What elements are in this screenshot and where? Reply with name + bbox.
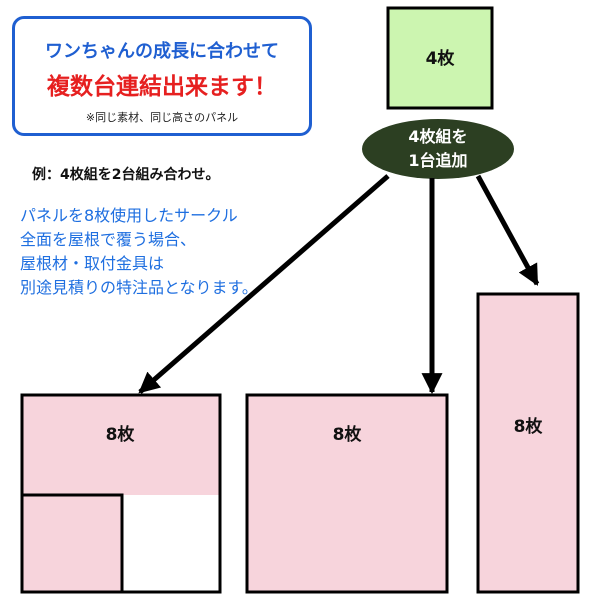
l-shape-outline xyxy=(22,393,222,594)
notice-line-1: ワンちゃんの成長に合わせて xyxy=(45,41,279,62)
square-label: 8枚 xyxy=(333,424,363,445)
notice-box: ワンちゃんの成長に合わせて 複数台連結出来ます！ ※同じ素材、同じ高さのパネル xyxy=(12,16,312,136)
roof-info-line-4: 別途見積りの特注品となります。 xyxy=(20,278,258,297)
notice-headline: 複数台連結出来ます！ xyxy=(47,74,277,100)
arrow-to-l-shape xyxy=(138,174,390,394)
four-panel-label: 4枚 xyxy=(426,48,456,69)
roof-info-line-3: 屋根材・取付金具は xyxy=(20,254,165,273)
tall-panel-area xyxy=(476,292,580,594)
roof-info-line-1: パネルを8枚使用したサークル xyxy=(20,206,238,225)
example-caption: 例：4枚組を2台組み合わせ。 xyxy=(32,167,220,183)
l-shape-label: 8枚 xyxy=(106,424,136,445)
add-bubble-line-1: 4枚組を xyxy=(408,127,467,146)
roof-info-line-2: 全面を屋根で覆う場合、 xyxy=(20,230,197,249)
add-set-bubble xyxy=(362,119,514,179)
square-panel-area xyxy=(245,393,449,594)
add-bubble-line-2: 1台追加 xyxy=(408,151,467,170)
four-panel-square xyxy=(386,6,494,110)
l-shape-cutout xyxy=(122,495,220,592)
roof-info-text: パネルを8枚使用したサークル 全面を屋根で覆う場合、 屋根材・取付金具は 別途見… xyxy=(20,204,258,300)
arrow-to-tall xyxy=(475,174,540,286)
notice-footnote: ※同じ素材、同じ高さのパネル xyxy=(85,111,239,124)
tall-label: 8枚 xyxy=(514,416,544,437)
